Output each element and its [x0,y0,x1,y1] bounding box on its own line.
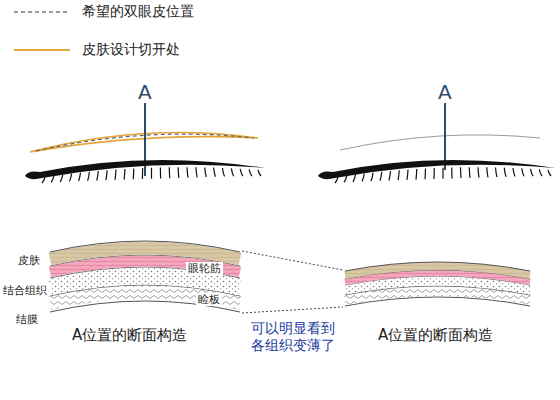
eyelash [151,168,152,179]
eyelash [42,177,45,183]
eyelash [79,173,81,182]
eyelash [362,174,364,182]
eyelash [97,171,99,181]
eyelash [142,168,143,179]
layer-label: 眼轮筋 [186,262,223,275]
layer-label: 皮肤 [18,254,40,267]
eyelash [115,170,116,180]
eyelash [504,168,506,177]
legend-line-dashed [14,11,70,13]
eyelash [522,168,524,176]
eyelash [353,175,356,182]
eyelash [487,167,488,177]
eyelash [531,169,534,176]
eyelash [460,167,462,178]
eyelash [178,167,180,178]
lash-line [318,160,555,179]
eyelash [51,176,54,183]
eyelash [433,168,434,179]
layer-label: 结膜 [16,313,38,326]
eyelash [389,171,391,181]
section-letter: A [438,80,452,104]
eyelash [106,170,107,180]
eyelash [249,169,252,176]
eyelash [424,168,426,179]
eyelash [205,167,207,177]
eyelash [69,174,71,182]
eyelash [196,167,197,177]
eyelash [124,169,126,180]
eyelash [469,167,471,178]
legend-line-orange [14,49,70,51]
legend-text: 希望的双眼皮位置 [82,3,194,20]
eyelash [258,170,261,176]
eyelash [407,170,408,180]
legend-text: 皮肤设计切开处 [82,41,180,58]
compare-line [242,307,343,313]
eyelash [344,176,347,183]
eyelash [214,168,216,177]
eyelash [60,175,63,182]
eyelash [223,168,225,177]
section-letter: A [138,80,152,104]
eyelash [240,169,243,176]
section-caption: A位置的断面构造 [378,326,493,344]
lash-line [25,160,265,179]
eyelash [371,173,373,182]
eyelash [133,168,135,179]
eyelash [478,167,479,177]
eyelash [380,172,382,181]
section-caption: A位置的断面构造 [72,326,187,344]
eyelash [442,168,443,179]
eyelash [88,172,90,181]
eyelash [398,170,399,180]
layer-label: 睑板 [196,293,222,306]
compare-line [242,251,343,270]
eyelash [231,168,233,176]
cross-section-thin [345,262,530,306]
layer-label: 结合组织 [3,284,47,297]
eyelashes [335,167,551,183]
eyelashes [42,167,261,183]
eyelash [548,170,551,176]
eyelash [169,167,171,178]
crease-line [340,135,540,150]
note-text: 可以明显看到 各组织变薄了 [248,320,338,354]
eyelash [160,167,161,178]
eyelash [496,167,498,177]
eyelash [187,167,188,177]
eyelash [513,168,515,177]
eyelash [415,169,417,180]
cross-section-thick [50,241,240,312]
eyelash [335,177,338,183]
eyelash [451,167,452,178]
eyelash [539,169,542,176]
